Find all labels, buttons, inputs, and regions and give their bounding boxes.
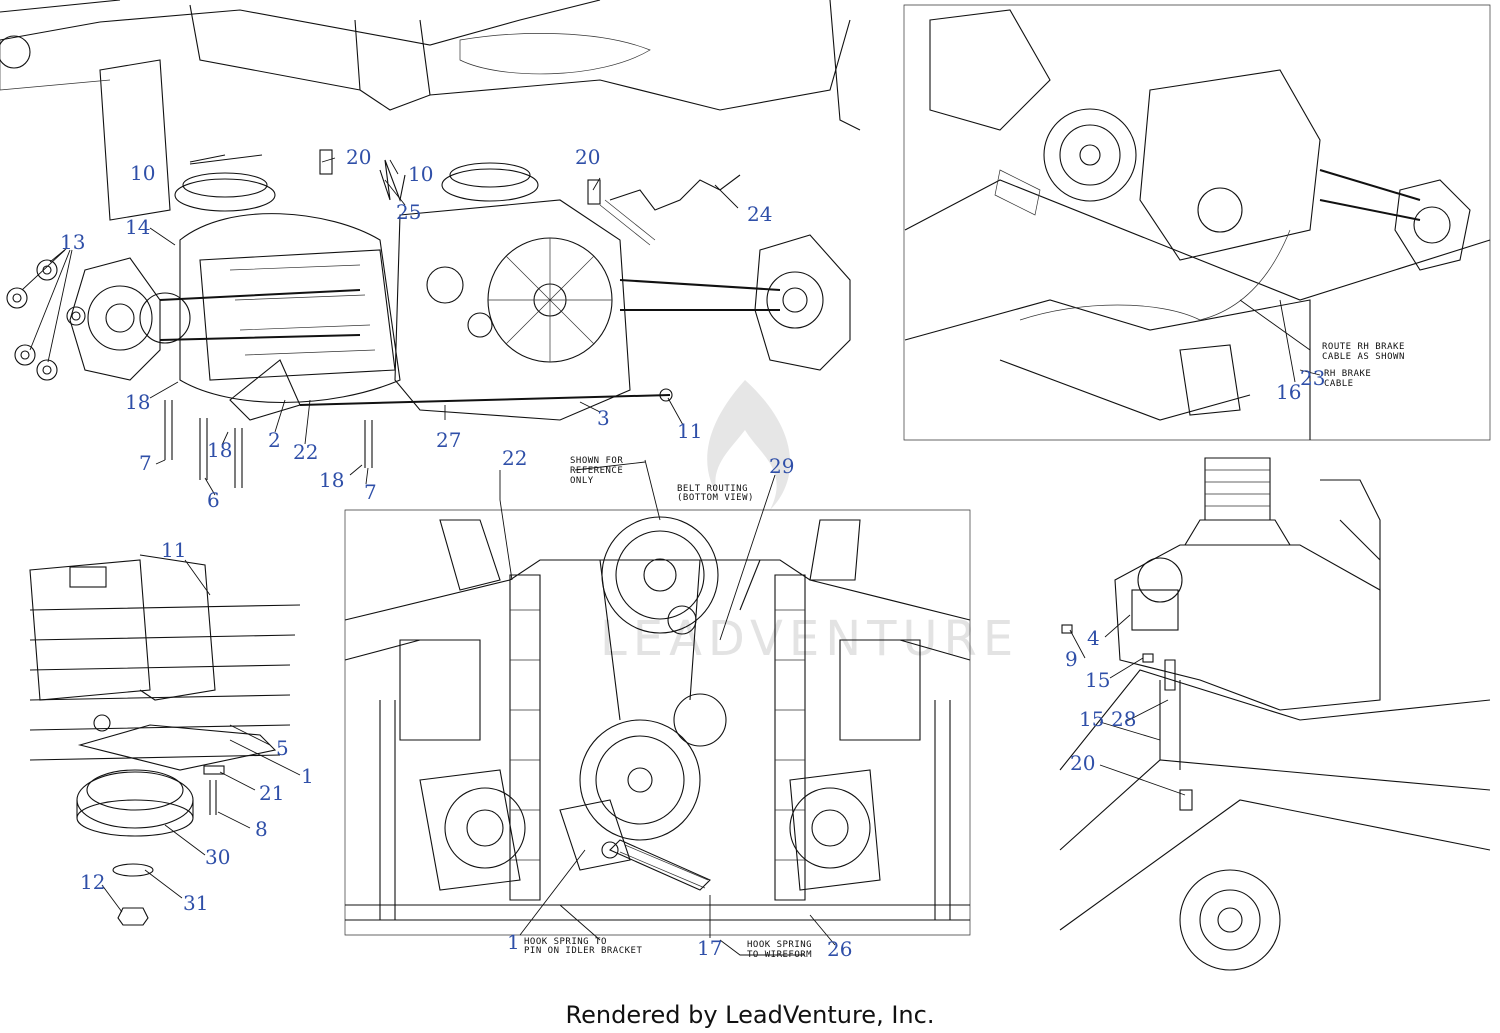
note-rh-brake-1: RH BRAKE xyxy=(1324,369,1371,379)
note-shown-reference-1: SHOWN FOR xyxy=(570,456,623,466)
callout-24[interactable]: 24 xyxy=(747,202,772,226)
callout-25[interactable]: 25 xyxy=(396,200,421,224)
callout-22[interactable]: 22 xyxy=(502,446,527,470)
callout-10[interactable]: 10 xyxy=(130,161,155,185)
callout-18[interactable]: 18 xyxy=(319,468,344,492)
callout-31[interactable]: 31 xyxy=(183,891,208,915)
note-hook-spring-wireform-2: TO WIREFORM xyxy=(747,950,812,960)
callout-11[interactable]: 11 xyxy=(677,419,702,443)
note-hook-spring-pin-1: HOOK SPRING TO xyxy=(524,937,607,947)
callout-29[interactable]: 29 xyxy=(769,454,794,478)
callout-13[interactable]: 13 xyxy=(60,230,85,254)
callout-14[interactable]: 14 xyxy=(125,215,150,239)
lug-nuts xyxy=(6,259,86,381)
callout-5[interactable]: 5 xyxy=(276,736,289,760)
callout-2[interactable]: 2 xyxy=(268,428,281,452)
callout-21[interactable]: 21 xyxy=(259,781,284,805)
callout-12[interactable]: 12 xyxy=(80,870,105,894)
watermark-flame-icon xyxy=(707,380,791,510)
idler-pulley-view xyxy=(29,554,301,926)
callout-3[interactable]: 3 xyxy=(597,406,610,430)
callout-27[interactable]: 27 xyxy=(436,428,461,452)
callout-9[interactable]: 9 xyxy=(1065,647,1078,671)
callout-18[interactable]: 18 xyxy=(125,390,150,414)
reservoir-view xyxy=(1059,457,1491,971)
note-belt-routing-1: BELT ROUTING xyxy=(677,484,748,494)
watermark-text: LEADVENTURE xyxy=(600,611,1019,667)
callout-15[interactable]: 15 xyxy=(1085,668,1110,692)
callout-6[interactable]: 6 xyxy=(207,488,220,512)
callout-17[interactable]: 17 xyxy=(697,936,722,960)
note-route-brake-2: CABLE AS SHOWN xyxy=(1322,352,1405,362)
callout-20[interactable]: 20 xyxy=(346,145,371,169)
callouts: 10 20 10 20 25 24 14 13 18 18 2 22 27 3 … xyxy=(60,145,1325,961)
belt-routing-view xyxy=(344,459,971,956)
watermark: LEADVENTURE xyxy=(600,380,1019,667)
callout-11[interactable]: 11 xyxy=(161,538,186,562)
callout-26[interactable]: 26 xyxy=(827,937,852,961)
callout-28[interactable]: 28 xyxy=(1111,707,1136,731)
footer-credit: Rendered by LeadVenture, Inc. xyxy=(566,1001,935,1029)
callout-10[interactable]: 10 xyxy=(408,162,433,186)
callout-1[interactable]: 1 xyxy=(507,930,520,954)
callout-20[interactable]: 20 xyxy=(575,145,600,169)
note-shown-reference-3: ONLY xyxy=(570,476,594,486)
note-shown-reference-2: REFERENCE xyxy=(570,466,623,476)
note-rh-brake-2: CABLE xyxy=(1324,379,1354,389)
note-hook-spring-pin-2: PIN ON IDLER BRACKET xyxy=(524,946,642,956)
callout-18[interactable]: 18 xyxy=(207,438,232,462)
callout-22[interactable]: 22 xyxy=(293,440,318,464)
brake-cable-route-view xyxy=(903,4,1491,441)
callout-30[interactable]: 30 xyxy=(205,845,230,869)
transmission-exploded-view xyxy=(0,0,861,496)
callout-1[interactable]: 1 xyxy=(301,764,314,788)
note-route-brake-1: ROUTE RH BRAKE xyxy=(1322,342,1405,352)
callout-15[interactable]: 15 xyxy=(1079,707,1104,731)
callout-23[interactable]: 23 xyxy=(1300,366,1325,390)
callout-16[interactable]: 16 xyxy=(1276,380,1301,404)
note-hook-spring-wireform-1: HOOK SPRING xyxy=(747,940,812,950)
callout-4[interactable]: 4 xyxy=(1087,626,1100,650)
note-belt-routing-2: (BOTTOM VIEW) xyxy=(677,493,754,503)
callout-7[interactable]: 7 xyxy=(364,480,377,504)
callout-20[interactable]: 20 xyxy=(1070,751,1095,775)
callout-8[interactable]: 8 xyxy=(255,817,268,841)
callout-7[interactable]: 7 xyxy=(139,451,152,475)
